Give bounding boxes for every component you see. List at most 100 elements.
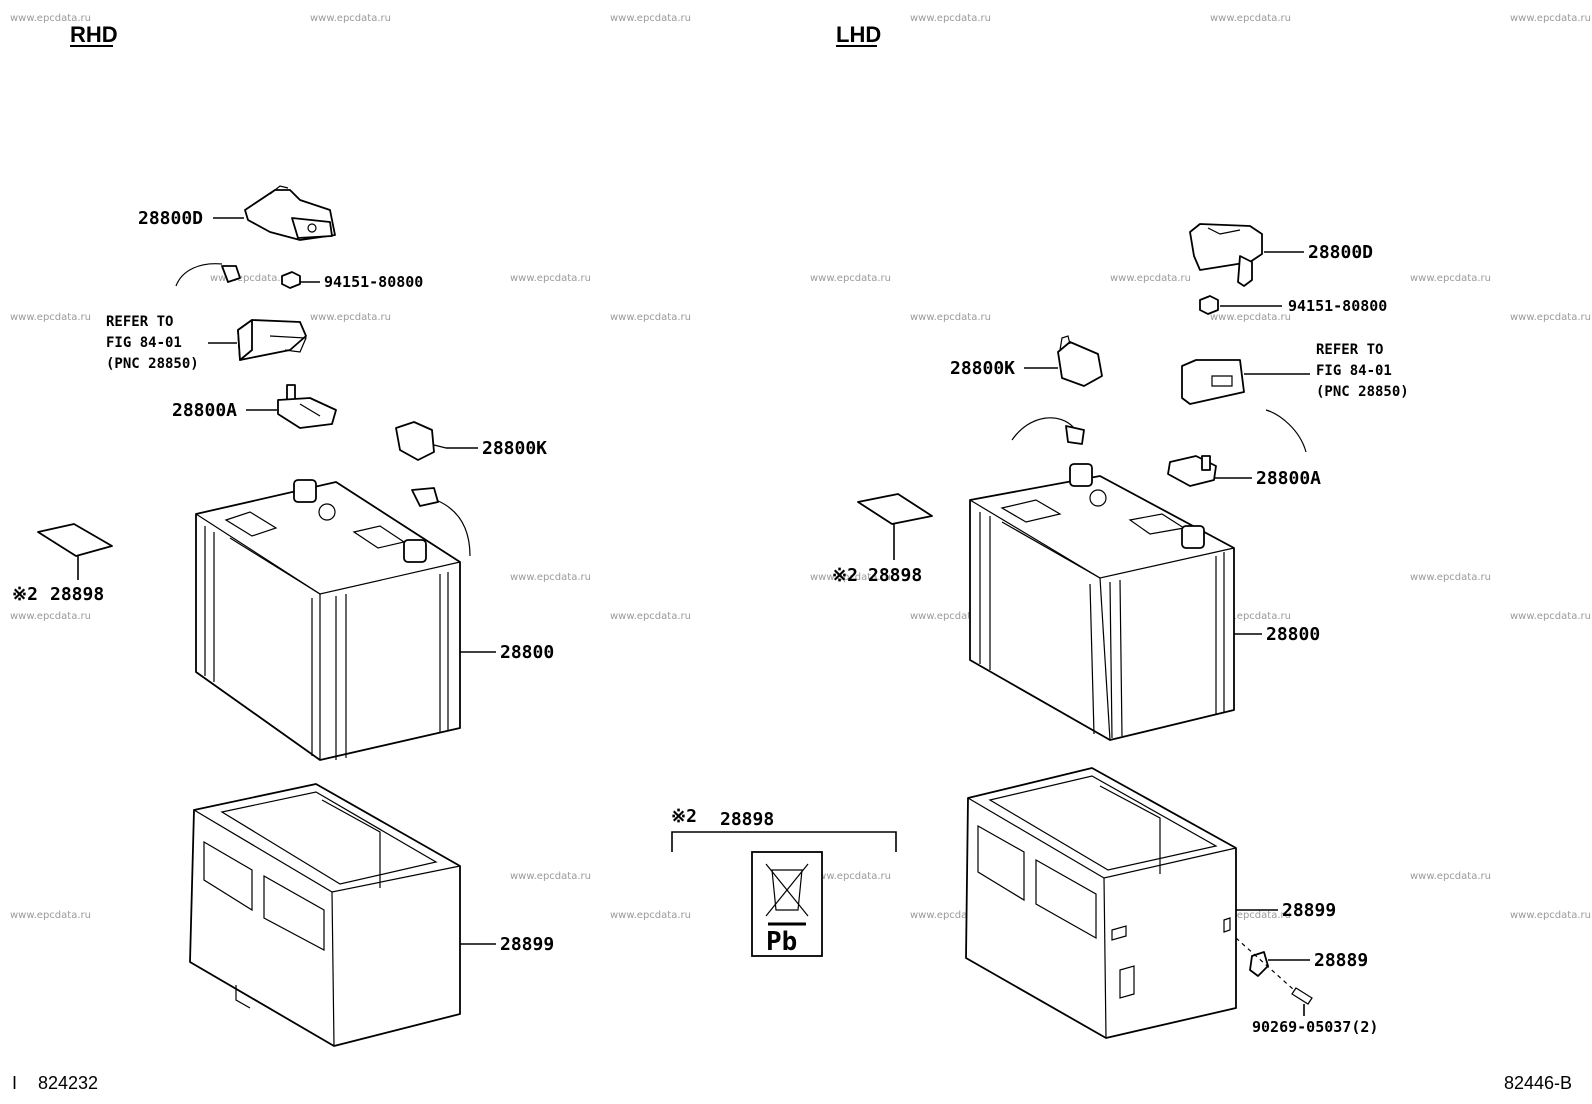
watermark: www.epcdata.ru [1410,871,1491,882]
watermark: www.epcdata.ru [510,572,591,583]
watermark: www.epcdata.ru [610,13,691,24]
recycle-label [751,851,823,957]
cable-end [175,263,223,287]
label-28800k: 28800K [950,358,1015,379]
part-28850-fuse-box [237,319,307,361]
watermark: www.epcdata.ru [1210,13,1291,24]
part-28800d-cover [1189,223,1263,287]
watermark: www.epcdata.ru [210,273,291,284]
watermark: www.epcdata.ru [1110,273,1191,284]
part-28850-fuse-box [1181,359,1245,405]
watermark: www.epcdata.ru [610,910,691,921]
watermark: www.epcdata.ru [1510,13,1591,24]
watermark: www.epcdata.ru [510,871,591,882]
part-28800a-terminal [277,384,337,429]
cable-connector [221,265,241,283]
label-28800: 28800 [500,642,554,663]
part-28889-bracket [1249,951,1269,977]
watermark: www.epcdata.ru [610,611,691,622]
ref-line-3: (PNC 28850) [106,356,199,372]
part-94151-nut [1199,295,1219,315]
label-28800k: 28800K [482,438,547,459]
watermark: www.epcdata.ru [1410,572,1491,583]
watermark: www.epcdata.ru [1510,611,1591,622]
part-28899-tray [189,783,461,1047]
label-28800a: 28800A [172,400,237,421]
ref-line-3: (PNC 28850) [1316,384,1409,400]
assembly-line [1235,937,1295,991]
pb-symbol: Pb [766,927,797,957]
cable [1265,409,1307,453]
part-90269-bolt [1291,987,1313,1005]
watermark: www.epcdata.ru [10,910,91,921]
part-94151-nut [281,271,301,289]
watermark: www.epcdata.ru [310,13,391,24]
label-28898-mark: ※2 [832,565,858,586]
watermark: www.epcdata.ru [910,312,991,323]
watermark: www.epcdata.ru [910,910,991,921]
label-28800d: 28800D [138,208,203,229]
footer-left-code: I [12,1073,17,1093]
watermark: www.epcdata.ru [10,611,91,622]
rhd-assembly: 28800D 94151-80800 REFER TO FIG 84-01 (P… [12,185,554,1047]
section-heading-lhd: LHD [836,22,881,47]
watermark: www.epcdata.ru [510,273,591,284]
watermark: www.epcdata.ru [10,13,91,24]
watermark: www.epcdata.ru [1510,910,1591,921]
part-28898-label [857,493,933,525]
label-detail-mark: ※2 [671,806,697,827]
watermark: www.epcdata.ru [810,273,891,284]
label-28889: 28889 [1314,950,1368,971]
label-28898: 28898 [868,565,922,586]
watermark: www.epcdata.ru [910,611,991,622]
label-detail-bracket [671,831,897,852]
footer-right-code: 82446-B [1504,1073,1572,1093]
lhd-assembly: 28800D 94151-80800 28800K REFER TO FIG 8… [832,223,1409,1039]
watermark: www.epcdata.ru [10,312,91,323]
cable [435,499,471,557]
label-94151: 94151-80800 [1288,297,1387,315]
label-94151: 94151-80800 [324,273,423,291]
label-28898-mark: ※2 [12,584,38,605]
watermark: www.epcdata.ru [610,312,691,323]
watermark: www.epcdata.ru [1210,910,1291,921]
label-detail-part: 28898 [720,809,774,830]
ref-line-1: REFER TO [106,314,173,330]
label-28899: 28899 [500,934,554,955]
watermark: www.epcdata.ru [1210,312,1291,323]
footer-left-number: 824232 [38,1073,98,1093]
label-28800d: 28800D [1308,242,1373,263]
part-28800k-cover [395,421,447,461]
watermark: www.epcdata.ru [310,312,391,323]
cable-clamp [1065,425,1085,445]
label-28800a: 28800A [1256,468,1321,489]
part-28800k-cover [1057,335,1103,387]
ref-line-2: FIG 84-01 [106,335,182,351]
cable-clamp [411,487,439,507]
label-28800: 28800 [1266,624,1320,645]
watermark: www.epcdata.ru [1210,611,1291,622]
label-28899: 28899 [1282,900,1336,921]
label-detail: ※2 28898 Pb [671,806,897,957]
part-28800a-terminal [1167,455,1217,487]
ref-line-2: FIG 84-01 [1316,363,1392,379]
watermark: www.epcdata.ru [810,871,891,882]
part-28800-battery [969,463,1235,741]
watermark: www.epcdata.ru [810,572,891,583]
part-28898-label [37,523,113,557]
part-28800-battery [195,479,461,761]
bin-icon [771,869,803,911]
part-28899-tray [965,767,1237,1039]
watermark: www.epcdata.ru [1510,312,1591,323]
cross-out-icon [765,863,809,917]
ref-line-1: REFER TO [1316,342,1383,358]
label-28898: 28898 [50,584,104,605]
watermark: www.epcdata.ru [910,13,991,24]
cable [1011,417,1075,441]
part-28800d-cover [244,185,336,241]
section-heading-rhd: RHD [70,22,118,47]
label-90269: 90269-05037(2) [1252,1018,1378,1036]
watermarks: www.epcdata.ru www.epcdata.ru www.epcdat… [10,13,1591,921]
